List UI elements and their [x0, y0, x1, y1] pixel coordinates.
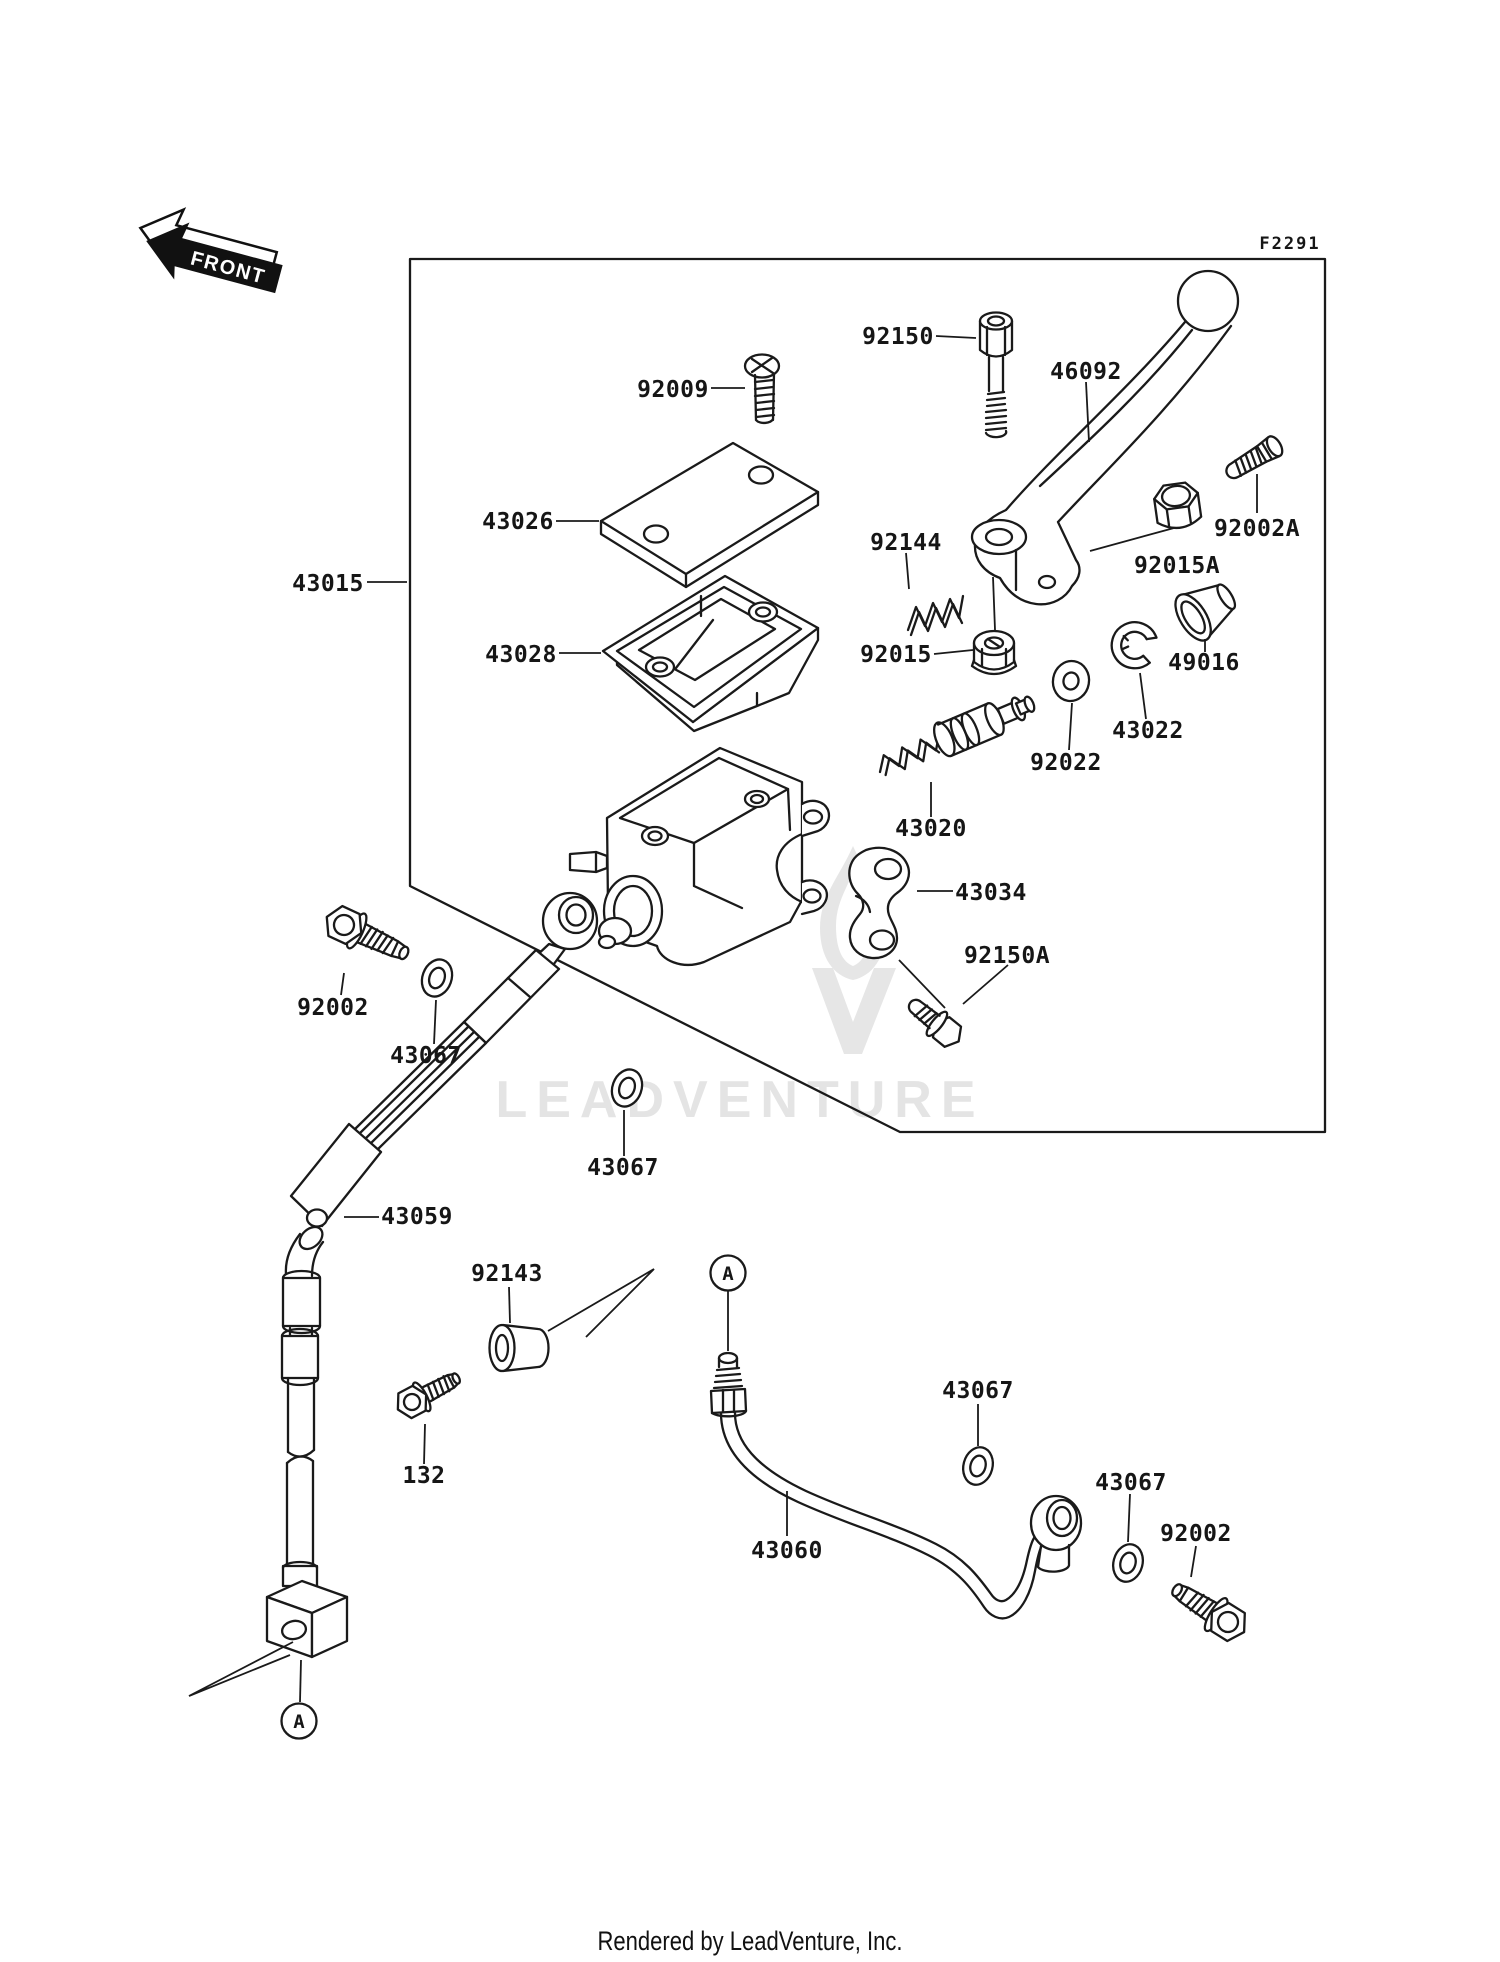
part-label-92150A[interactable]: 92150A — [964, 943, 1050, 969]
part-label-92150[interactable]: 92150 — [862, 324, 934, 350]
part-label-46092[interactable]: 46092 — [1050, 359, 1122, 385]
leader-92015A — [1089, 527, 1175, 552]
part-label-43026[interactable]: 43026 — [482, 509, 554, 535]
part-label-92144[interactable]: 92144 — [870, 530, 942, 556]
leader-92015 — [933, 649, 974, 655]
part-label-92143[interactable]: 92143 — [471, 1261, 543, 1287]
connector-a-bottom: A — [280, 1702, 318, 1740]
part-label-92022[interactable]: 92022 — [1030, 750, 1102, 776]
part-clamp-43034-drawing — [848, 846, 911, 960]
leader-92002-right — [1190, 1545, 1197, 1578]
part-bolt-132-drawing — [396, 1372, 461, 1420]
front-direction-arrow: FRONT — [138, 207, 283, 294]
part-washer-43067-3-drawing — [962, 1446, 994, 1486]
part-label-92015[interactable]: 92015 — [860, 642, 932, 668]
leader-92022 — [1068, 702, 1073, 751]
part-spring-92144-drawing — [906, 594, 965, 637]
part-label-43034[interactable]: 43034 — [955, 880, 1027, 906]
connector-a-bottom-label: A — [293, 1711, 305, 1733]
leader-43022 — [1139, 672, 1147, 720]
part-label-43067-2[interactable]: 43067 — [587, 1155, 659, 1181]
part-label-92002-right[interactable]: 92002 — [1160, 1521, 1232, 1547]
part-label-92015A[interactable]: 92015A — [1134, 553, 1220, 579]
part-washer-43067-2-drawing — [610, 1068, 644, 1108]
leader-92143 — [508, 1286, 511, 1324]
part-pipe-43060-drawing — [709, 1351, 1083, 1620]
part-cap-43026-drawing — [599, 441, 820, 589]
leader-43067-4 — [1127, 1493, 1131, 1543]
leader-pivot-axis — [992, 576, 996, 631]
part-label-43020[interactable]: 43020 — [895, 816, 967, 842]
leader-connector-a-bottom — [299, 1659, 302, 1703]
part-label-132[interactable]: 132 — [402, 1463, 445, 1489]
part-nut-92015-drawing — [970, 629, 1018, 676]
part-label-49016[interactable]: 49016 — [1168, 650, 1240, 676]
part-label-43028[interactable]: 43028 — [485, 642, 557, 668]
part-label-43067-4[interactable]: 43067 — [1095, 1470, 1167, 1496]
part-collar-92143-drawing — [488, 1323, 550, 1373]
leader-43067-1 — [433, 999, 437, 1045]
part-screw-92009-drawing — [743, 353, 781, 425]
part-label-43067-1[interactable]: 43067 — [390, 1043, 462, 1069]
figure-code: F2291 — [1259, 234, 1320, 254]
part-tray-43028-drawing — [601, 574, 820, 733]
connector-a-top-label: A — [722, 1263, 734, 1285]
part-label-43067-3[interactable]: 43067 — [942, 1378, 1014, 1404]
part-hose-43059-drawing — [289, 891, 599, 1228]
part-boot-49016-drawing — [1174, 583, 1237, 642]
leadventure-watermark-text: LEADVENTURE — [495, 1071, 984, 1129]
connector-a-top: A — [709, 1254, 747, 1292]
rendered-by-footer: Rendered by LeadVenture, Inc. — [598, 1926, 903, 1956]
part-eclip-43022-drawing — [1110, 621, 1158, 670]
leader-92150A-from-clamp — [898, 959, 946, 1009]
pointer-arrow-junction — [188, 1641, 294, 1697]
part-label-43015[interactable]: 43015 — [292, 571, 364, 597]
part-label-43060[interactable]: 43060 — [751, 1538, 823, 1564]
leader-92002-left — [340, 972, 345, 996]
part-bolt-92150A-drawing — [907, 998, 963, 1048]
leader-46092 — [1085, 381, 1090, 443]
part-label-43059[interactable]: 43059 — [381, 1204, 453, 1230]
part-hose-lower-run-drawing — [265, 1225, 349, 1659]
part-master-cylinder-body-drawing — [568, 746, 831, 966]
part-label-43022[interactable]: 43022 — [1112, 718, 1184, 744]
part-piston-43020-drawing — [878, 695, 1036, 777]
part-bolt-92002A-drawing — [1225, 435, 1284, 480]
part-label-92009[interactable]: 92009 — [637, 377, 709, 403]
part-washer-92022-drawing — [1051, 659, 1091, 703]
part-bolt-92150-drawing — [978, 311, 1014, 439]
part-banjo-bolt-92002-right-drawing — [1171, 1583, 1246, 1643]
pointer-arrow-92143 — [547, 1268, 655, 1338]
part-nut-92015A-drawing — [1153, 481, 1203, 530]
part-label-92002A[interactable]: 92002A — [1214, 516, 1300, 542]
part-banjo-bolt-92002-left-drawing — [325, 904, 410, 961]
leader-92150 — [935, 335, 977, 339]
leader-92150A-from-label — [962, 964, 1009, 1005]
leader-92144 — [905, 552, 910, 590]
part-washer-43067-1-drawing — [420, 958, 454, 998]
part-lever-46092-drawing — [970, 269, 1240, 606]
part-washer-43067-4-drawing — [1112, 1543, 1144, 1583]
diagram-boundary-box — [408, 257, 1327, 1134]
leader-132 — [423, 1423, 426, 1465]
part-label-92002-left[interactable]: 92002 — [297, 995, 369, 1021]
